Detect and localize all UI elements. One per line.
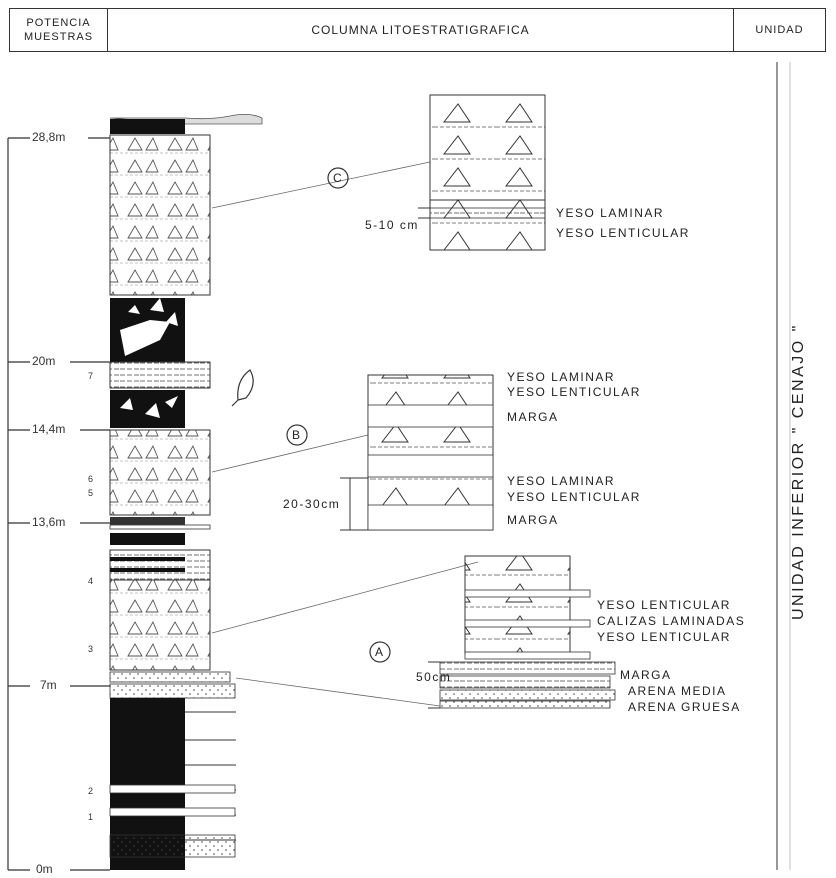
- sample-number: 1: [88, 812, 93, 822]
- detail-a-label: YESO LENTICULAR: [597, 630, 731, 644]
- detail-b-label: YESO LAMINAR: [507, 370, 615, 384]
- detail-a-label: ARENA MEDIA: [628, 684, 727, 698]
- detail-b-label: MARGA: [507, 410, 559, 424]
- thickness-label: 14,4m: [32, 422, 65, 436]
- sample-number: 5: [88, 488, 93, 498]
- plant-fossil-icon: [232, 370, 253, 406]
- detail-a-scale: 50cm: [416, 670, 451, 684]
- detail-c-column: [418, 95, 545, 250]
- detail-b-marker: B: [292, 428, 300, 442]
- detail-b-label: YESO LENTICULAR: [507, 385, 641, 399]
- main-column: [110, 114, 262, 870]
- unit-name-label: UNIDAD INFERIOR " CENAJO ": [790, 323, 808, 620]
- sample-number: 6: [88, 474, 93, 484]
- detail-b-column: [340, 375, 493, 530]
- thickness-tick-marks: [8, 138, 110, 870]
- detail-c-label: YESO LAMINAR: [556, 206, 664, 220]
- detail-b-label: MARGA: [507, 513, 559, 527]
- detail-b-scale: 20-30cm: [283, 497, 340, 511]
- detail-b-label: YESO LENTICULAR: [507, 490, 641, 504]
- thickness-label: 13,6m: [32, 515, 65, 529]
- thickness-label-base: 0m: [36, 862, 53, 876]
- detail-a-label: CALIZAS LAMINADAS: [597, 614, 745, 628]
- detail-c-label: YESO LENTICULAR: [556, 226, 690, 240]
- sample-number: 7: [88, 371, 93, 381]
- detail-a-label: MARGA: [620, 668, 672, 682]
- detail-b-label: YESO LAMINAR: [507, 474, 615, 488]
- sample-number: 4: [88, 576, 93, 586]
- sample-number: 2: [88, 786, 93, 796]
- thickness-label-top: 28,8m: [32, 130, 65, 144]
- sample-number: 3: [88, 644, 93, 654]
- detail-c-scale: 5-10 cm: [365, 218, 419, 232]
- thickness-label: 7m: [40, 678, 57, 692]
- detail-a-label: YESO LENTICULAR: [597, 598, 731, 612]
- thickness-label: 20m: [32, 354, 55, 368]
- detail-c-marker: C: [333, 171, 342, 185]
- detail-a-label: ARENA GRUESA: [628, 700, 741, 714]
- detail-a-column: [428, 556, 615, 708]
- detail-a-marker: A: [375, 645, 383, 659]
